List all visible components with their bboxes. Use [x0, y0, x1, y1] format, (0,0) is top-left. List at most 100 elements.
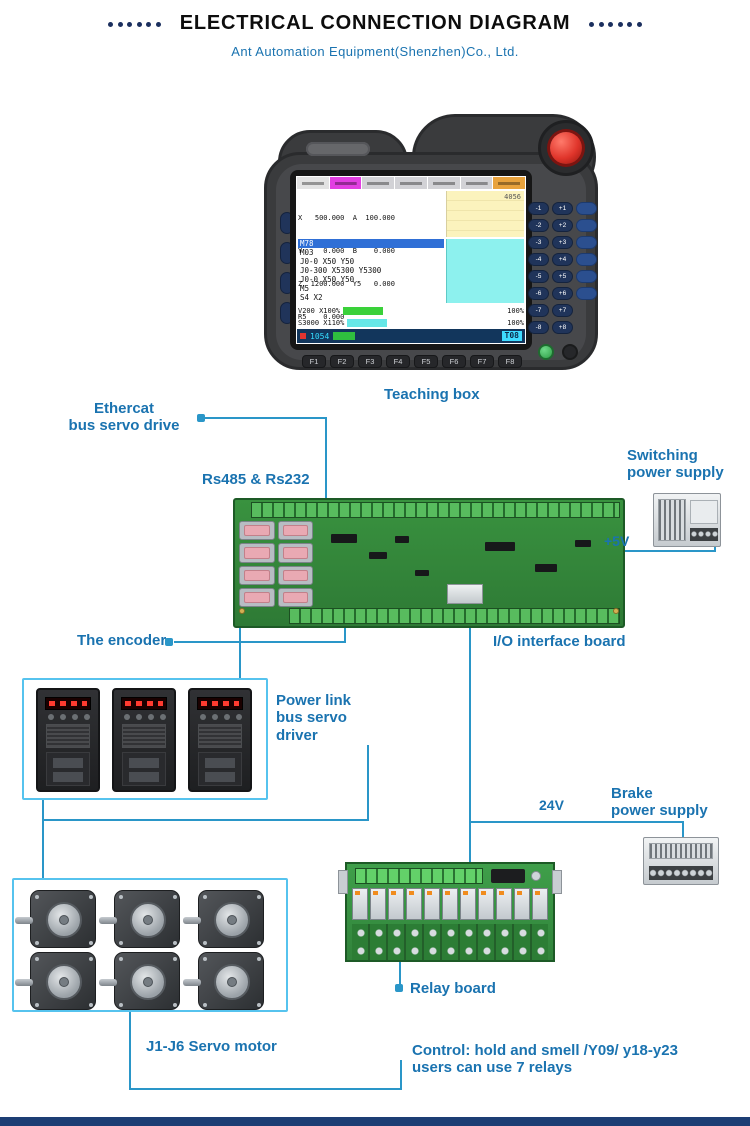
line-relay-label	[399, 962, 401, 988]
teaching-pendant: X 500.000 A 100.000 Y 0.000 B 0.000 Z 12…	[262, 112, 602, 374]
io-chip	[415, 570, 429, 576]
fkey-f2: F2	[330, 355, 354, 368]
relay-board	[338, 862, 562, 962]
start-button	[538, 344, 554, 360]
relay-screw-terminals	[352, 924, 548, 960]
servo-drive-3	[188, 688, 252, 792]
drive-terminal-panel	[198, 752, 242, 786]
drive-buttons	[124, 714, 130, 720]
label-servo-motor: J1-J6 Servo motor	[146, 1038, 277, 1055]
motor-shaft	[15, 979, 33, 986]
drive-led-display	[121, 697, 167, 710]
io-interface-board	[233, 498, 625, 628]
function-key-row: F1 F2 F3 F4 F5 F6 F7 F8	[302, 355, 522, 368]
line-io-to-relay	[469, 628, 471, 862]
page-title: ELECTRICAL CONNECTION DIAGRAM	[179, 11, 571, 34]
label-encoder: The encoder	[77, 632, 167, 649]
status-row-2: S3000 X110% 100%	[298, 318, 524, 327]
footer-bar	[0, 1117, 750, 1126]
aux-button	[562, 344, 578, 360]
line-5v-v	[714, 545, 716, 552]
servo-drive-1	[36, 688, 100, 792]
label-io-board: I/O interface board	[493, 633, 626, 650]
alarm-indicator	[300, 333, 306, 339]
relay-black-component	[491, 869, 525, 883]
drive-connector-panel	[46, 724, 90, 748]
io-terminal-strip-top	[251, 502, 620, 518]
line-encoder-v	[344, 627, 346, 643]
io-screw	[613, 608, 619, 614]
io-chip	[331, 534, 357, 543]
mounting-tab	[338, 870, 348, 894]
fkey-f7: F7	[470, 355, 494, 368]
io-display-component	[447, 584, 483, 604]
label-control-note: Control: hold and smell /Y09/ y18-y23 us…	[412, 1042, 678, 1077]
line-powerlink-h	[42, 819, 369, 821]
status-row-1: V200 X100% 100%	[298, 306, 524, 315]
io-chip	[535, 564, 557, 572]
fkey-f8: F8	[498, 355, 522, 368]
fkey-f3: F3	[358, 355, 382, 368]
servo-drive-2	[112, 688, 176, 792]
coordinate-display: X 500.000 A 100.000 Y 0.000 B 0.000 Z 12…	[298, 214, 395, 321]
motor-shaft	[15, 917, 33, 924]
motor-shaft	[183, 917, 201, 924]
label-relay-board: Relay board	[410, 980, 496, 997]
keypad-function-column	[576, 202, 597, 300]
drive-terminal-panel	[122, 752, 166, 786]
screen-menu-bar	[297, 177, 526, 189]
relay-row	[352, 888, 548, 920]
drive-led-display	[45, 697, 91, 710]
keypad-minus-column: -1 -2 -3 -4 -5 -6 -7 -8	[528, 202, 549, 334]
line-brake-v	[682, 821, 684, 838]
io-chip	[369, 552, 387, 559]
line-powerlink-v	[367, 745, 369, 821]
servo-motor-4	[15, 952, 96, 1010]
line-encoder-h	[174, 641, 346, 643]
label-24v: 24V	[539, 797, 564, 813]
line-board-to-drives	[239, 628, 241, 678]
switching-power-supply	[653, 493, 721, 547]
label-teaching-box: Teaching box	[384, 386, 480, 403]
line-5v-h	[624, 550, 716, 552]
motor-shaft	[183, 979, 201, 986]
line-bottom-v	[400, 1060, 402, 1090]
fkey-f4: F4	[386, 355, 410, 368]
line-ethercat-h	[204, 417, 326, 419]
line-24v-h	[469, 821, 684, 823]
header: ELECTRICAL CONNECTION DIAGRAM Ant Automa…	[0, 10, 750, 59]
parameter-panel: 4056	[446, 191, 524, 237]
relay-screw	[531, 871, 541, 881]
emergency-stop-button	[538, 120, 594, 176]
label-ethercat-drive: Ethercat bus servo drive	[68, 400, 180, 435]
drive-buttons	[48, 714, 54, 720]
io-chip	[395, 536, 409, 543]
drive-led-display	[197, 697, 243, 710]
title-dots-left	[108, 14, 161, 32]
psu-label-sticker	[690, 500, 718, 524]
keypad-plus-column: +1 +2 +3 +4 +5 +6 +7 +8	[552, 202, 573, 334]
drive-connector-panel	[198, 724, 242, 748]
company-subtitle: Ant Automation Equipment(Shenzhen)Co., L…	[231, 44, 519, 59]
servo-motor-5	[99, 952, 180, 1010]
pendant-screen: X 500.000 A 100.000 Y 0.000 B 0.000 Z 12…	[296, 176, 526, 344]
dot-encoder	[165, 638, 173, 646]
line-motors-bottom-v	[129, 1012, 131, 1090]
io-chip	[575, 540, 591, 547]
dot-ethercat	[197, 414, 205, 422]
dot-relay-label	[395, 984, 403, 992]
servo-motor-2	[99, 890, 180, 948]
line-ethercat-v	[325, 417, 327, 502]
pendant-logo	[306, 142, 370, 156]
label-plus-5v: +5V	[604, 533, 630, 549]
fkey-f1: F1	[302, 355, 326, 368]
drive-terminal-panel	[46, 752, 90, 786]
label-switching-psu: Switching power supply	[627, 447, 724, 482]
psu-terminal-block	[690, 528, 718, 541]
title-dots-right	[589, 14, 642, 32]
servo-motor-6	[183, 952, 264, 1010]
program-listing: M78 M03 J0-0 X50 Y50 J0-300 X5300 Y5300 …	[298, 239, 444, 303]
psu-vent-grille	[649, 843, 713, 859]
motor-shaft	[99, 979, 117, 986]
